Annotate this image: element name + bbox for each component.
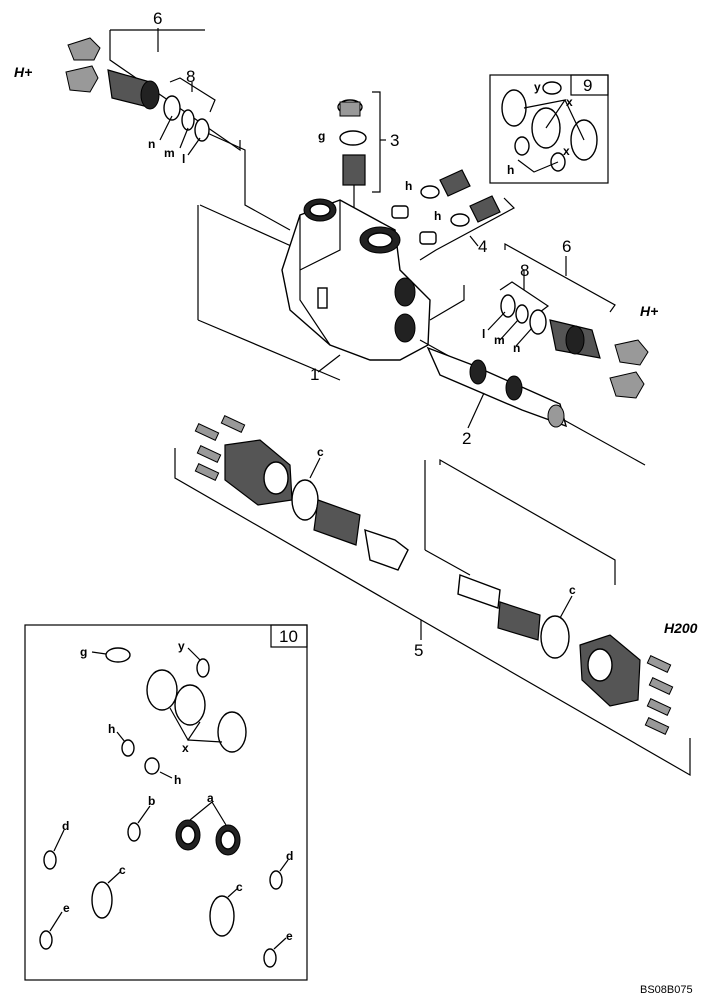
spool-group: 2 (419, 339, 646, 466)
callout-8-right: 8 (520, 261, 529, 280)
o-ring-l-part (194, 118, 210, 142)
letter-h-kit10-b: h (174, 773, 181, 787)
o-ring-c-right-part (540, 615, 570, 659)
tag-h200: H200 (664, 620, 698, 636)
letter-c-kit10-right: c (236, 880, 243, 894)
figure-reference: BS08B075 (640, 984, 693, 996)
letter-m-top: m (164, 146, 175, 160)
letter-x-kit9-b: x (563, 144, 570, 158)
letter-c-mid-left: c (317, 445, 324, 459)
o-ring-m-part (181, 109, 195, 131)
spring-h-upper-part (439, 169, 471, 197)
letter-c-kit10-left: c (119, 863, 126, 877)
letter-h-lower: h (434, 209, 441, 223)
letter-g-kit10: g (80, 645, 87, 659)
cap-lower-part (65, 65, 99, 93)
letter-m-right: m (494, 333, 505, 347)
letter-d-kit10-right: d (286, 849, 293, 863)
cap-upper-part (67, 37, 101, 61)
tag-hplus-right: H+ (640, 303, 658, 319)
letter-h-kit9: h (507, 163, 514, 177)
o-ring-n-part (163, 95, 181, 121)
spring-seat-right-part (457, 574, 501, 609)
callout-1: 1 (310, 365, 319, 384)
callout-8-top: 8 (186, 67, 195, 86)
check-poppet-part (342, 154, 366, 186)
spring-right-part (497, 601, 541, 641)
letter-x-kit10: x (182, 741, 189, 755)
kit-10-label: 10 (279, 627, 298, 646)
letter-l-top: l (182, 152, 185, 166)
letter-n-top: n (148, 137, 155, 151)
callout-6-right: 6 (562, 237, 571, 256)
letter-n-right: n (513, 341, 520, 355)
callout-3: 3 (390, 131, 399, 150)
callout-4: 4 (478, 237, 487, 256)
letter-h-upper: h (405, 179, 412, 193)
letter-x-kit9-a: x (566, 95, 573, 109)
callout-6-top: 6 (153, 9, 162, 28)
o-ring-c-left-part (291, 479, 319, 521)
tag-hplus-left: H+ (14, 64, 32, 80)
letter-l-right: l (482, 327, 485, 341)
o-ring-g-part (339, 130, 367, 146)
letter-y-kit10: y (178, 639, 185, 653)
spool-part (426, 346, 568, 428)
letter-y-kit9: y (534, 80, 541, 94)
spring-left-part (313, 499, 361, 546)
letter-e-kit10-left: e (63, 901, 70, 915)
seal-kit-9-box: 9 y x x h (489, 74, 609, 184)
cap-right-lower-part (609, 371, 645, 399)
valve-body: 1 (197, 198, 431, 384)
relief-valve-top-left: 6 8 H+ n m l (14, 9, 291, 231)
callout-5: 5 (414, 641, 423, 660)
spring-centering-group: 5 c c H200 (174, 415, 698, 777)
seal-kit-10-box: 10 g y x h h b a d d (24, 624, 308, 981)
letter-e-kit10-right: e (286, 929, 293, 943)
letter-c-mid-right: c (569, 583, 576, 597)
spring-seat-left-part (364, 528, 409, 571)
callout-2: 2 (462, 429, 471, 448)
relief-valve-right: l m n 6 8 H+ (429, 237, 658, 399)
cap-right-upper-part (614, 339, 649, 366)
letter-b-kit10: b (148, 794, 155, 808)
letter-g-top: g (318, 129, 325, 143)
check-valve-group: g 3 (318, 91, 399, 220)
letter-h-kit10-a: h (108, 722, 115, 736)
letter-d-kit10-left: d (62, 819, 69, 833)
spring-h-lower-part (469, 195, 501, 223)
letter-a-kit10: a (207, 791, 214, 805)
kit-9-label: 9 (583, 76, 592, 95)
load-check-group: h h 4 (391, 169, 515, 261)
